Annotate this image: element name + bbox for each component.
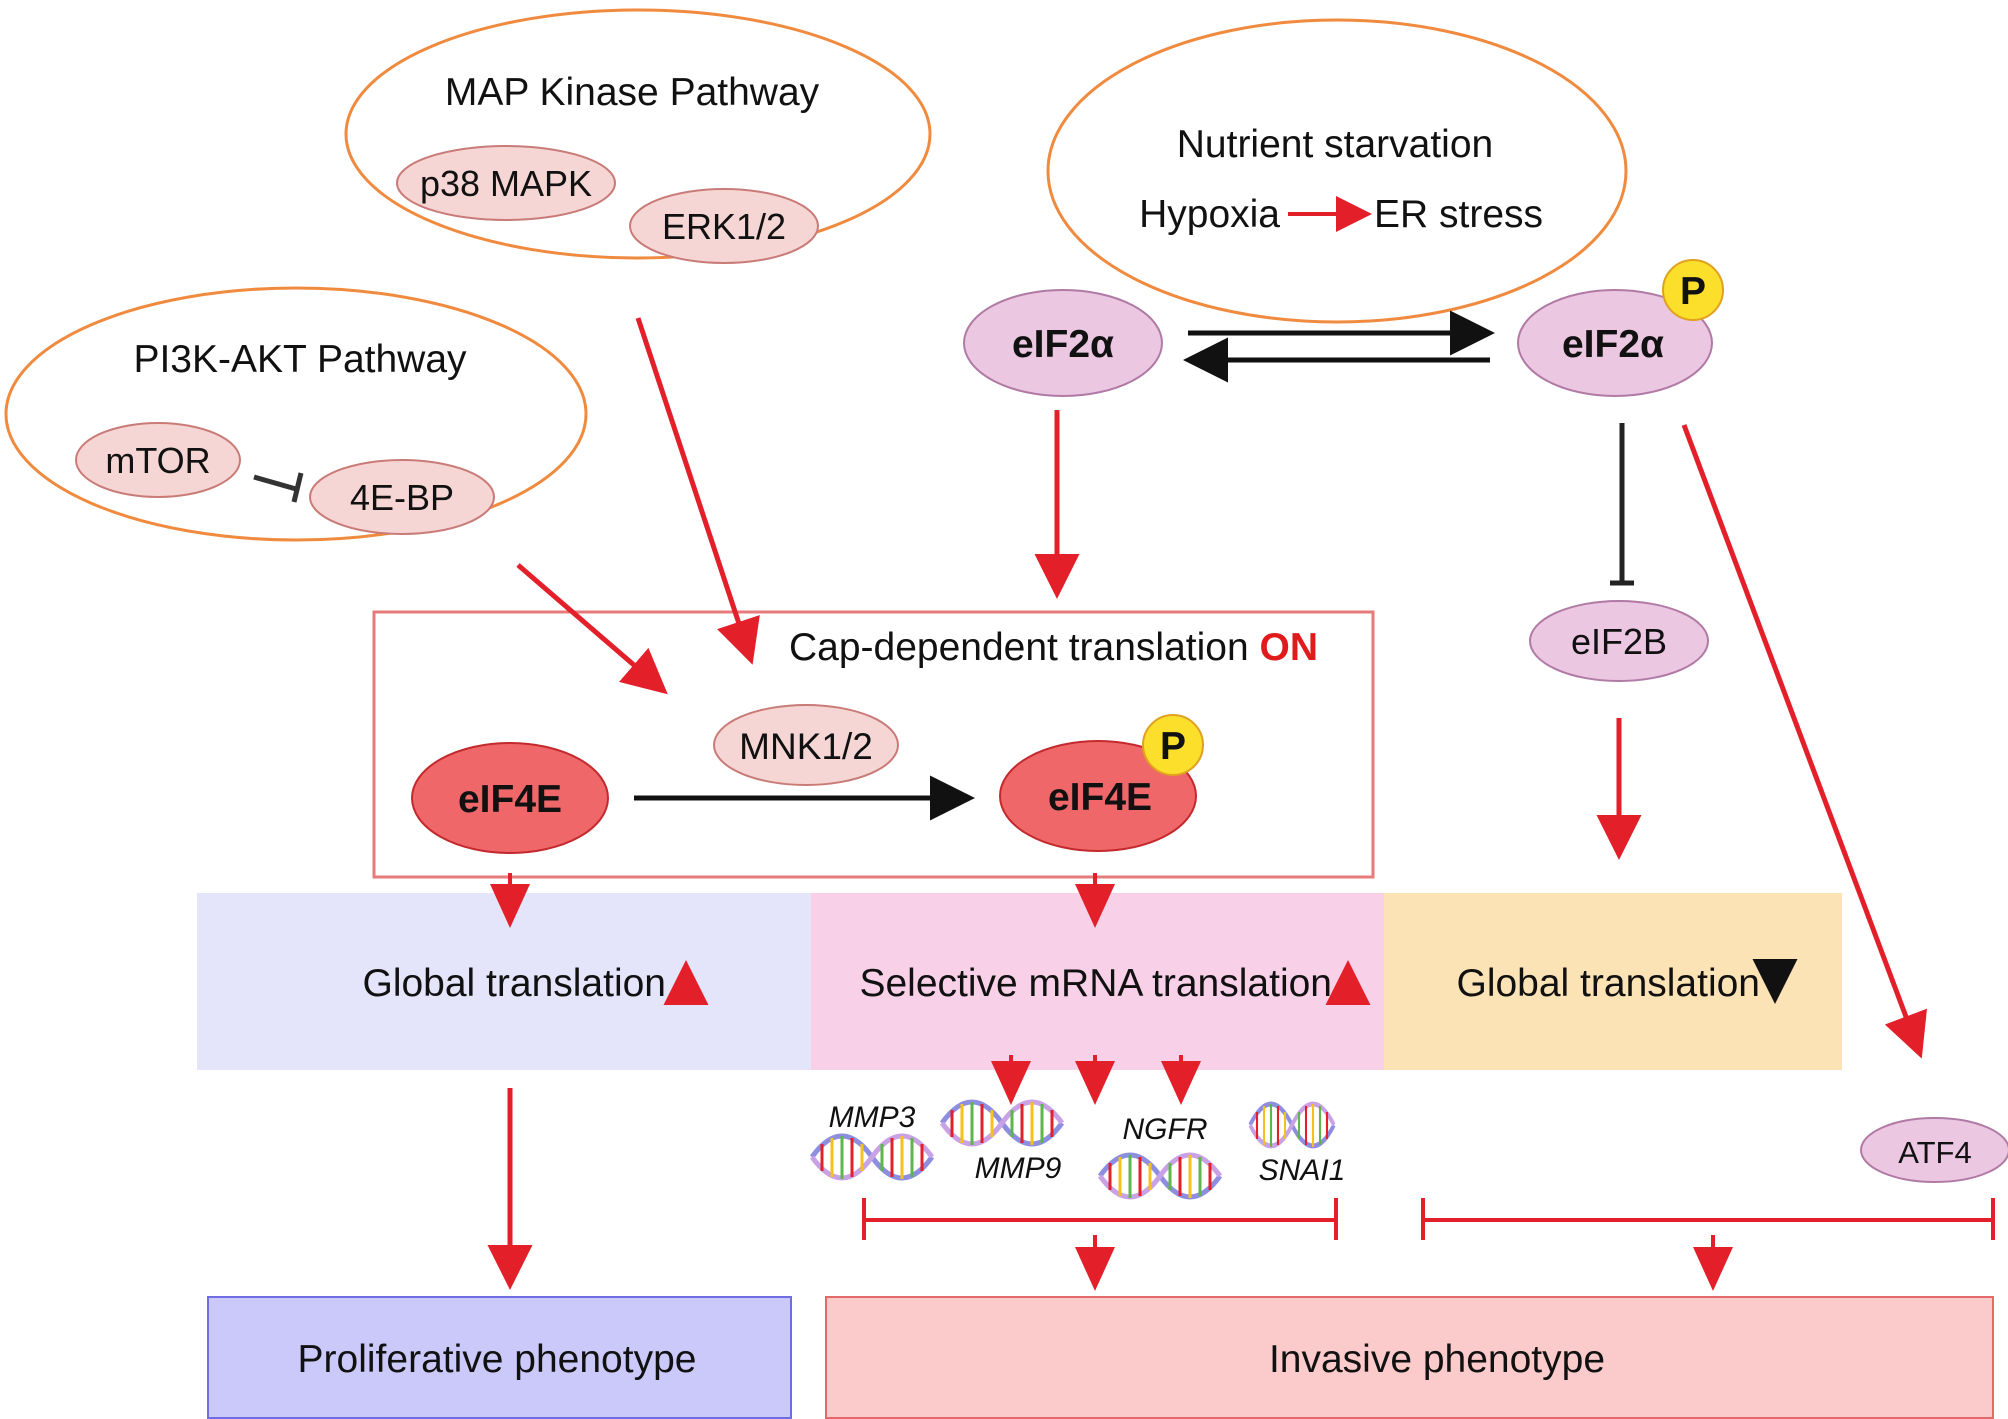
- stress-conditions: Nutrient starvation Hypoxia ER stress: [1046, 18, 1628, 324]
- global-translation-down-label: Global translation: [1456, 962, 1760, 1005]
- eif2a-phospho-badge-label: P: [1680, 270, 1706, 313]
- inhibition-bar: [291, 472, 304, 503]
- p38-mapk-node: [396, 145, 616, 221]
- atf4-node: [1860, 1117, 2008, 1183]
- mtor-inhibits-4ebp: [253, 474, 297, 492]
- map-kinase-title: MAP Kinase Pathway: [445, 71, 820, 114]
- stress-outline: [1046, 18, 1628, 324]
- pi3k-akt-title: PI3K-AKT Pathway: [133, 338, 467, 381]
- cap-dependent-text: Cap-dependent translation: [789, 626, 1260, 669]
- erk12-label: ERK1/2: [662, 206, 786, 247]
- eif4e-phospho-node: [999, 740, 1197, 852]
- mapk-to-mnk-arrow: [635, 317, 760, 665]
- mmp9-dna-icon: [942, 1102, 1062, 1145]
- eif4e-node: [411, 742, 609, 854]
- hypoxia-label: Hypoxia: [1139, 193, 1280, 236]
- eif4e-phospho-badge: [1142, 714, 1204, 776]
- invasive-label: Invasive phenotype: [1269, 1338, 1605, 1381]
- cap-dependent-on: ON: [1260, 626, 1319, 669]
- eif2a-phospho-node: [1517, 289, 1713, 397]
- selective-genes-bracket: [862, 1198, 1338, 1240]
- gene-mmp3: MMP3: [829, 1101, 916, 1134]
- proliferative-label: Proliferative phenotype: [298, 1338, 697, 1381]
- 4ebp-node: [309, 459, 495, 535]
- map-kinase-outline: [344, 8, 932, 260]
- mmp3-dna-icon: [812, 1136, 932, 1179]
- ngfr-dna-icon: [1100, 1155, 1220, 1198]
- 4ebp-label: 4E-BP: [350, 477, 454, 518]
- eif2b-node: [1529, 600, 1709, 682]
- mtor-label: mTOR: [105, 440, 210, 481]
- nutrient-starvation-label: Nutrient starvation: [1177, 123, 1493, 166]
- cap-dependent-label: Cap-dependent translation ON: [789, 626, 1318, 669]
- eif2b-label: eIF2B: [1571, 621, 1667, 662]
- pi3k-akt-outline: [4, 286, 588, 542]
- gene-snai1: SNAI1: [1259, 1154, 1346, 1187]
- gene-mmp9: MMP9: [975, 1152, 1062, 1185]
- eif2a-phospho-badge: [1662, 259, 1724, 321]
- mnk12-label: MNK1/2: [739, 726, 873, 767]
- snai1-dna-icon: [1250, 1104, 1334, 1147]
- pi3k-akt-pathway: PI3K-AKT Pathway mTOR 4E-BP: [4, 286, 588, 542]
- mtor-node: [75, 422, 241, 498]
- er-stress-label: ER stress: [1374, 193, 1543, 236]
- p38-mapk-label: p38 MAPK: [420, 163, 592, 204]
- proliferative-box: [207, 1296, 792, 1419]
- eif4e-phospho-label: eIF4E: [1048, 776, 1152, 819]
- cap-dependent-box: [372, 610, 1375, 879]
- eif2a-label: eIF2α: [1012, 323, 1114, 366]
- eif2a-phospho-label: eIF2α: [1562, 323, 1664, 366]
- global-translation-up-label: Global translation: [362, 962, 666, 1005]
- gene-ngfr: NGFR: [1123, 1113, 1208, 1146]
- erk12-node: [629, 188, 819, 264]
- stress-response-bracket: [1421, 1198, 1995, 1240]
- eif4e-label: eIF4E: [458, 778, 562, 821]
- selective-translation-label: Selective mRNA translation: [859, 962, 1332, 1005]
- eif4e-phospho-badge-label: P: [1160, 725, 1186, 768]
- eif2a-node: [963, 289, 1163, 397]
- atf4-label: ATF4: [1898, 1135, 1972, 1170]
- invasive-box: [825, 1296, 1994, 1419]
- pi3k-to-cap-arrow: [516, 563, 668, 695]
- mnk12-node: [713, 704, 899, 786]
- eif2a-p-to-atf4-arrow: [1681, 424, 1928, 1059]
- map-kinase-pathway: MAP Kinase Pathway p38 MAPK ERK1/2: [344, 8, 932, 264]
